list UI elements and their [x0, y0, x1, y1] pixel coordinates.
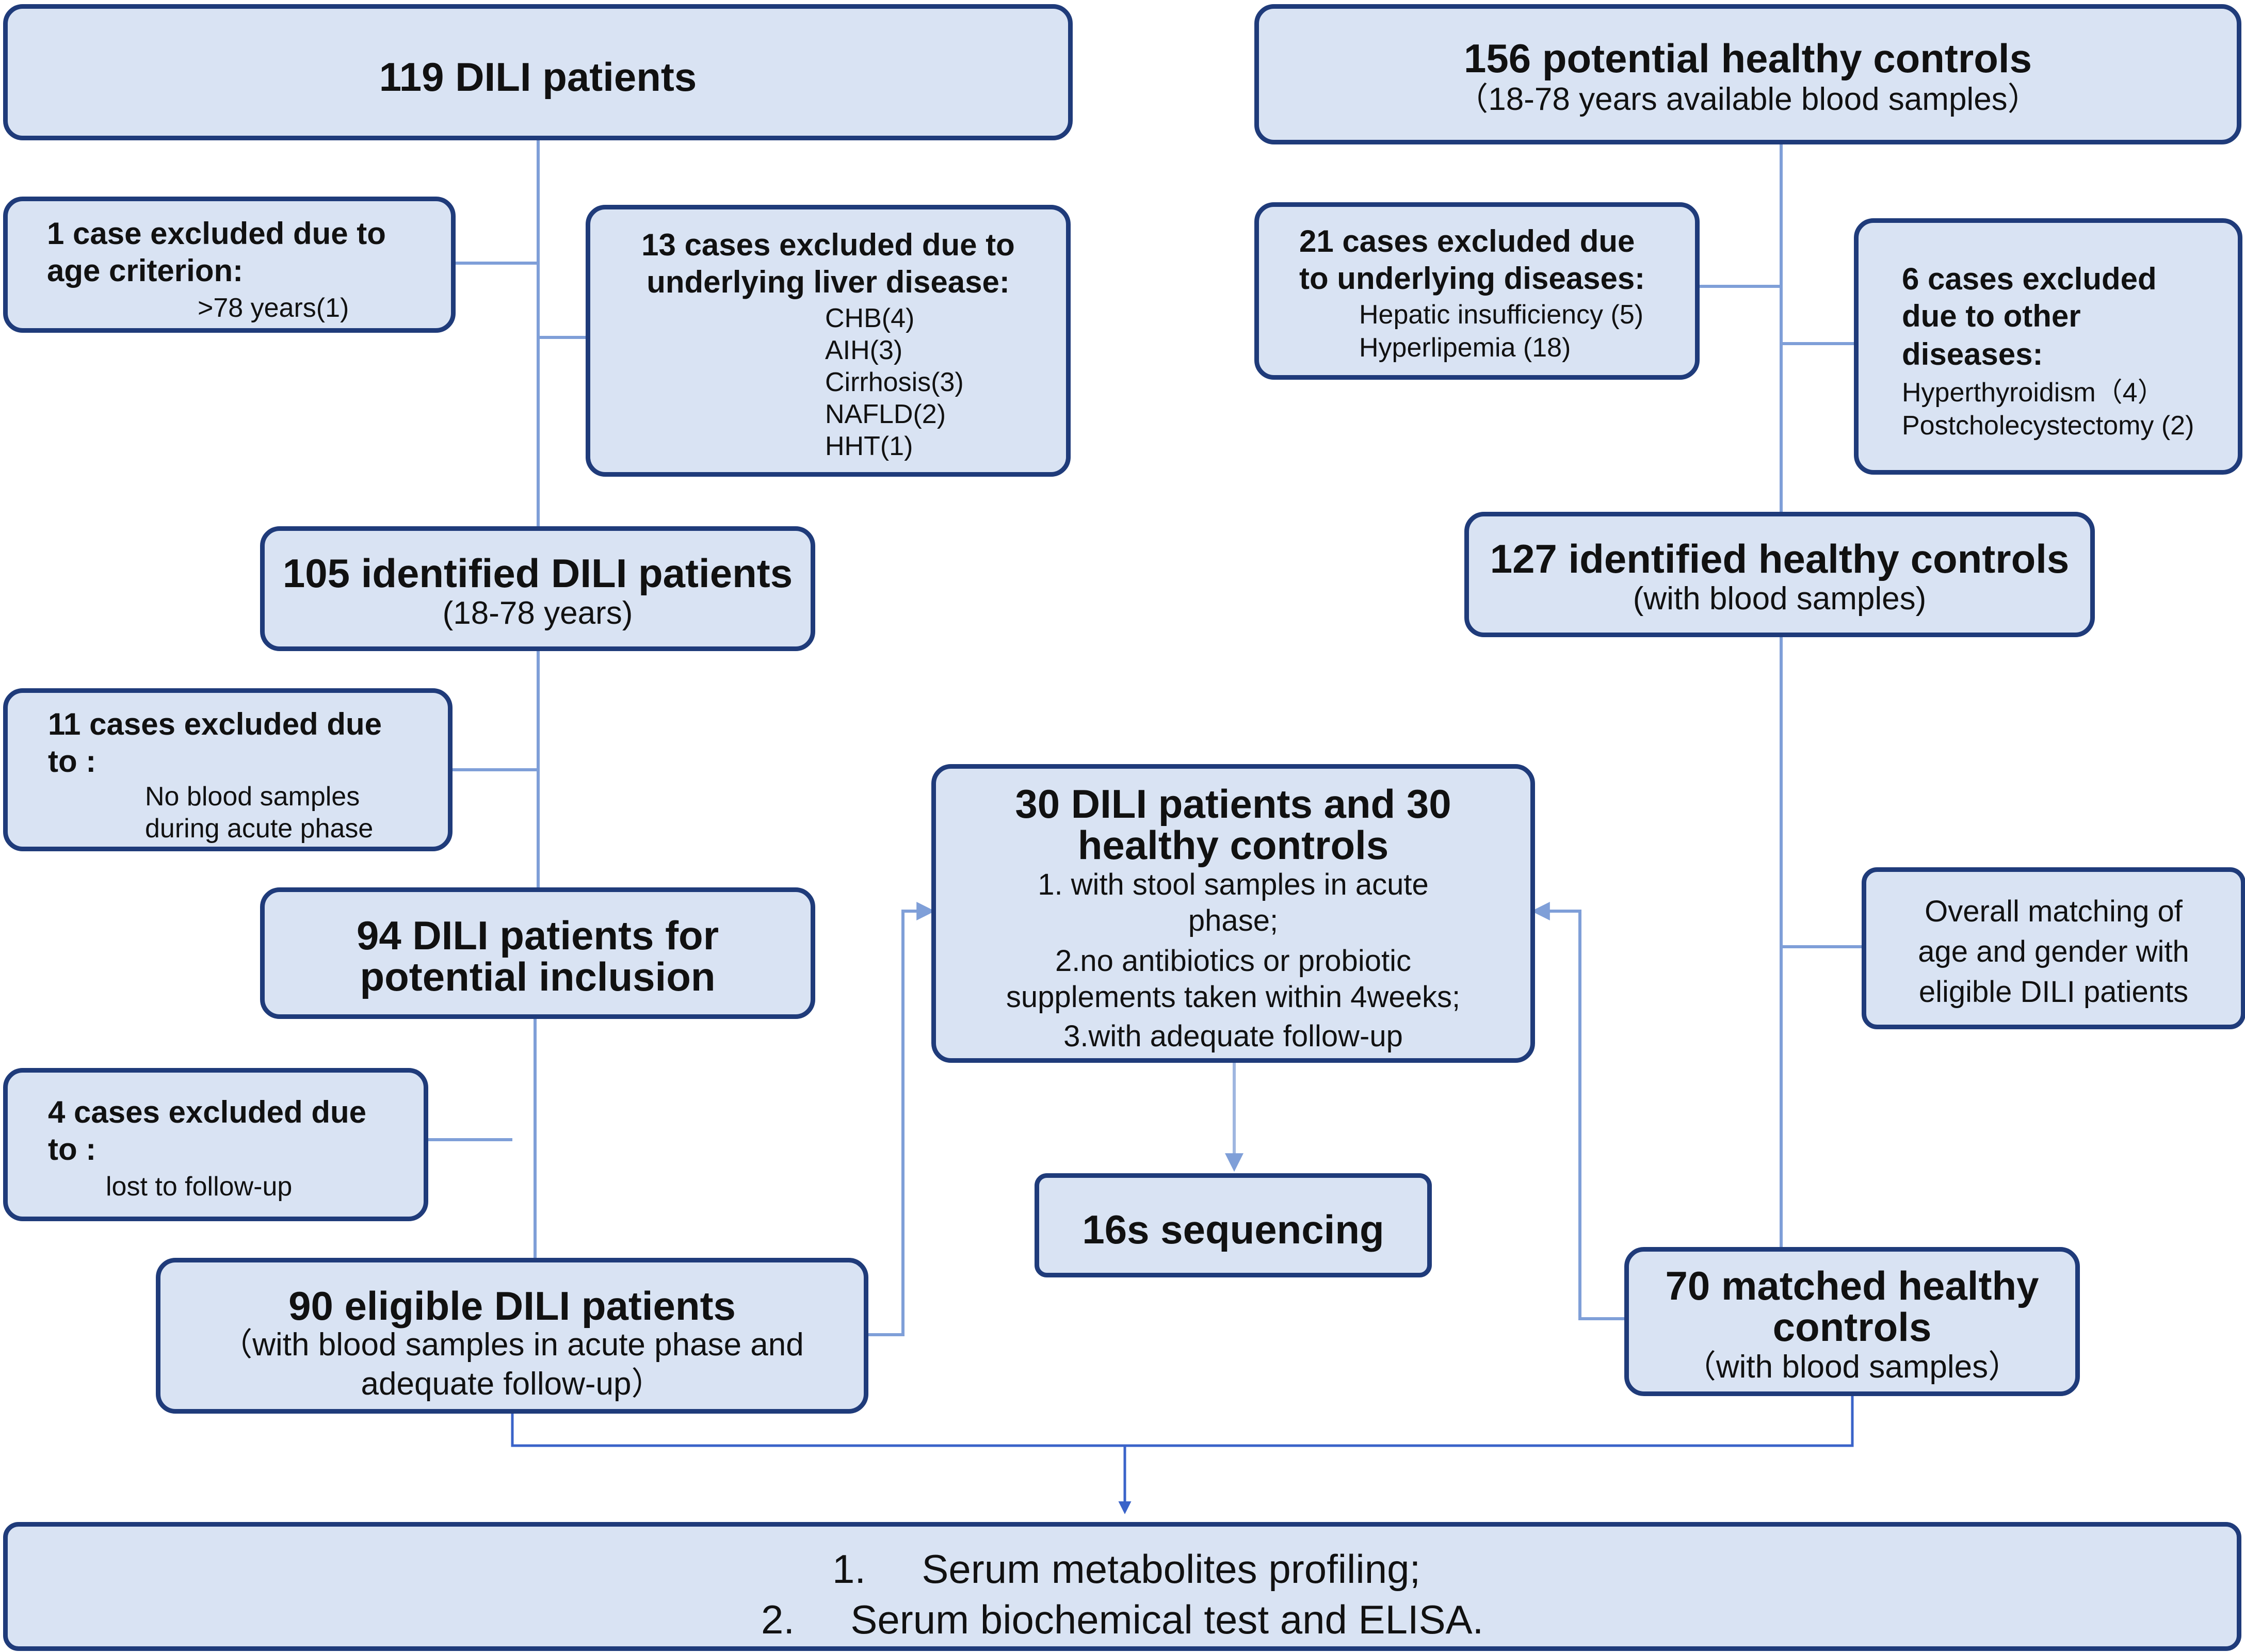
- connector-bottom-merge: [511, 1396, 1854, 1447]
- center-line4: supplements taken within 4weeks;: [1006, 980, 1461, 1014]
- matching-note-box: Overall matching of age and gender with …: [1862, 867, 2245, 1029]
- excl-followup-head2: to :: [48, 1132, 96, 1167]
- center-line2: phase;: [1188, 904, 1279, 937]
- dili-90-title: 90 eligible DILI patients: [288, 1283, 736, 1329]
- excl-liver-head1: 13 cases excluded due to: [641, 228, 1015, 262]
- excl-hc-other-head2: due to other: [1902, 299, 2081, 333]
- excluded-age-box: 1 case excluded due to age criterion: >7…: [3, 197, 456, 333]
- hc-70-subtitle: （with blood samples）: [1684, 1349, 2021, 1385]
- dili-94-box: 94 DILI patients for potential inclusion: [260, 887, 815, 1019]
- excl-blood-head2: to :: [48, 744, 96, 779]
- excl-liver-head2: underlying liver disease:: [647, 265, 1010, 299]
- excl-liver-item: NAFLD(2): [825, 399, 946, 429]
- excl-followup-item: lost to follow-up: [106, 1172, 293, 1202]
- outcome-line1: 1. Serum metabolites profiling;: [832, 1546, 1421, 1592]
- center-title2: healthy controls: [1077, 822, 1389, 868]
- dili-top-title: 119 DILI patients: [379, 54, 697, 100]
- hc-127-title: 127 identified healthy controls: [1490, 536, 2070, 581]
- dili-94-title1: 94 DILI patients for: [356, 913, 719, 958]
- excl-age-head2: age criterion:: [47, 253, 244, 288]
- excl-liver-item: HHT(1): [825, 431, 913, 461]
- healthy-controls-top-box: 156 potential healthy controls （18-78 ye…: [1254, 4, 2241, 144]
- excl-liver-item: Cirrhosis(3): [825, 367, 964, 397]
- dili-105-box: 105 identified DILI patients (18-78 year…: [260, 526, 815, 651]
- center-30-box: 30 DILI patients and 30 healthy controls…: [931, 764, 1535, 1063]
- center-line3: 2.no antibiotics or probiotic: [1055, 944, 1411, 978]
- dili-patients-top-box: 119 DILI patients: [3, 4, 1073, 140]
- dili-105-title: 105 identified DILI patients: [282, 550, 793, 596]
- excl-hc-other-item: Postcholecystectomy (2): [1902, 411, 2194, 441]
- excl-hc-other-item: Hyperthyroidism（4）: [1902, 378, 2165, 408]
- matching-line2: age and gender with: [1918, 935, 2189, 968]
- dili-105-subtitle: (18-78 years): [442, 595, 633, 631]
- hc-70-title1: 70 matched healthy: [1665, 1263, 2039, 1308]
- excl-blood-item2: during acute phase: [145, 814, 374, 844]
- hc-top-title: 156 potential healthy controls: [1464, 36, 2032, 81]
- excl-hc-other-head1: 6 cases excluded: [1902, 262, 2157, 296]
- outcome-box: 1. Serum metabolites profiling; 2. Serum…: [3, 1522, 2241, 1651]
- hc-70-box: 70 matched healthy controls （with blood …: [1624, 1247, 2080, 1396]
- excl-followup-head1: 4 cases excluded due: [48, 1095, 366, 1129]
- dili-90-sub2: adequate follow-up）: [361, 1366, 664, 1402]
- excl-age-item: >78 years(1): [198, 293, 349, 323]
- sequencing-box: 16s sequencing: [1035, 1173, 1432, 1277]
- hc-127-box: 127 identified healthy controls (with bl…: [1464, 512, 2095, 637]
- arrow-90-to-center: [868, 902, 935, 1336]
- center-line1: 1. with stool samples in acute: [1038, 868, 1429, 901]
- excl-blood-head1: 11 cases excluded due: [48, 707, 382, 741]
- excl-hc-other-head3: diseases:: [1902, 337, 2043, 371]
- center-title1: 30 DILI patients and 30: [1015, 781, 1451, 827]
- outcome-line2: 2. Serum biochemical test and ELISA.: [761, 1597, 1484, 1642]
- matching-line1: Overall matching of: [1925, 895, 2183, 928]
- center-line5: 3.with adequate follow-up: [1063, 1019, 1403, 1053]
- hc-top-subtitle: （18-78 years available blood samples）: [1456, 82, 2040, 117]
- excluded-blood-box: 11 cases excluded due to : No blood samp…: [3, 688, 453, 851]
- dili-90-sub1: （with blood samples in acute phase and: [220, 1327, 804, 1363]
- excluded-liver-disease-box: 13 cases excluded due to underlying live…: [586, 205, 1071, 477]
- excl-hc-underlying-item: Hepatic insufficiency (5): [1359, 300, 1644, 330]
- excl-liver-item: AIH(3): [825, 335, 903, 365]
- excl-hc-underlying-head1: 21 cases excluded due: [1299, 224, 1635, 258]
- dili-94-title2: potential inclusion: [360, 954, 716, 999]
- excluded-hc-other-box: 6 cases excluded due to other diseases: …: [1854, 218, 2242, 475]
- excl-age-head1: 1 case excluded due to: [47, 216, 386, 251]
- excluded-followup-box: 4 cases excluded due to : lost to follow…: [3, 1068, 428, 1221]
- excl-hc-underlying-head2: to underlying diseases:: [1299, 261, 1645, 296]
- hc-127-subtitle: (with blood samples): [1633, 581, 1927, 617]
- dili-90-box: 90 eligible DILI patients （with blood sa…: [156, 1258, 868, 1414]
- excluded-hc-underlying-box: 21 cases excluded due to underlying dise…: [1254, 202, 1700, 380]
- matching-line3: eligible DILI patients: [1918, 975, 2189, 1009]
- hc-70-title2: controls: [1772, 1304, 1932, 1350]
- sequencing-title: 16s sequencing: [1082, 1207, 1384, 1252]
- excl-blood-item1: No blood samples: [145, 782, 360, 812]
- excl-liver-item: CHB(4): [825, 303, 915, 333]
- arrow-70-to-center: [1531, 902, 1624, 1320]
- excl-hc-underlying-item: Hyperlipemia (18): [1359, 333, 1571, 363]
